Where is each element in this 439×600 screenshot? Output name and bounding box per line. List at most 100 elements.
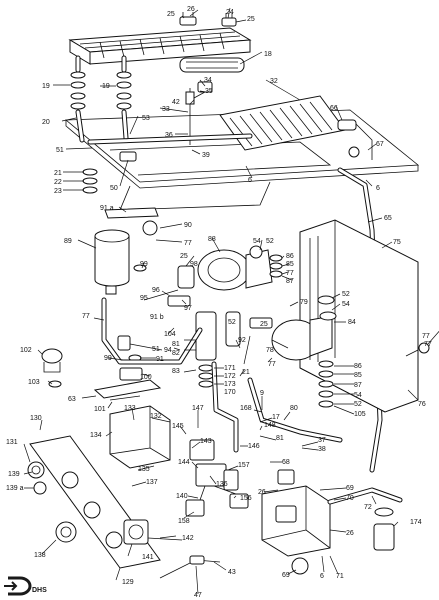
flue-sensor [337,119,373,160]
callout-138: 138 [34,552,46,559]
callout-100: 100 [140,374,152,381]
callout-70: 70 [346,495,354,502]
callout-97: 97 [184,305,192,312]
callout-79: 79 [300,299,308,306]
exchanger-pipes [70,55,132,143]
callout-26: 26 [258,489,266,496]
callout-103: 103 [28,379,40,386]
callout-69: 69 [282,572,290,579]
callout-91a: 91 a [100,205,114,212]
callout-91: 91 [156,356,164,363]
callout-77: 77 [424,341,432,348]
logo-bracket-icon [8,576,32,596]
callout-173: 173 [224,381,236,388]
callout-77: 77 [268,361,276,368]
callout-171: 171 [224,365,236,372]
logo-text: DHS [32,587,47,594]
callout-63: 63 [68,396,76,403]
dhs-logo: DHS [4,576,47,596]
callout-142: 142 [182,535,194,542]
callout-17: 17 [272,414,280,421]
callout-9: 9 [260,390,264,397]
callout-54: 54 [354,392,362,399]
return-pipe-left [101,297,203,365]
flow-pipe-right [337,167,383,473]
callout-81: 81 [276,435,284,442]
pump-side-fittings [269,254,283,278]
circulation-pump [197,245,273,291]
callout-19: 19 [102,83,110,90]
callout-20: 20 [42,119,50,126]
gas-rail [87,133,253,162]
callout-25: 25 [167,11,175,18]
lower-left-fittings [117,335,143,381]
callout-89: 89 [64,238,72,245]
leader-lines [23,7,439,595]
callout-147: 147 [192,405,204,412]
callout-25: 25 [247,16,255,23]
callout-156: 156 [240,495,252,502]
callout-174: 174 [410,519,422,526]
callout-87: 87 [286,278,294,285]
callout-85: 85 [354,372,362,379]
callout-85: 85 [286,261,294,268]
callout-53: 53 [142,115,150,122]
callout-69: 69 [346,485,354,492]
callout-24: 24 [226,9,234,16]
callout-135: 135 [138,466,150,473]
callout-131: 131 [6,439,18,446]
callout-90: 90 [184,222,192,229]
burner-assembly [219,95,346,151]
callout-157: 157 [238,462,250,469]
callout-81: 81 [172,341,180,348]
callout-148: 148 [264,422,276,429]
temperature-probe [159,555,221,579]
callout-86: 86 [354,363,362,370]
callout-84: 84 [348,319,356,326]
callout-72: 72 [364,504,372,511]
logo-arrow-icon [4,581,18,591]
cylindrical-tank [94,229,130,295]
callout-22: 22 [54,179,62,186]
callout-170: 170 [224,389,236,396]
callout-129: 129 [122,579,134,586]
callout-136: 136 [216,481,228,488]
gas-valve [261,469,331,575]
callout-52: 52 [342,291,350,298]
ignition-transformer [123,519,183,545]
callout-139a: 139 a [6,485,24,492]
igniter-electrode [185,81,213,145]
callout-19: 19 [42,83,50,90]
callout-146: 146 [248,443,260,450]
callout-83: 83 [172,368,180,375]
callout-77: 77 [422,333,430,340]
callout-21: 21 [242,369,250,376]
left-fittings [82,168,98,194]
callout-66: 66 [330,105,338,112]
callout-26: 26 [346,530,354,537]
callout-39: 39 [202,152,210,159]
callout-144: 144 [178,459,190,466]
callout-96: 96 [152,287,160,294]
callout-172: 172 [224,373,236,380]
callout-25: 25 [260,321,268,328]
vessel-connector [405,342,430,357]
callout-32: 32 [270,78,278,85]
lower-water-pipes [211,361,343,453]
callout-77: 77 [184,240,192,247]
callout-145: 145 [172,423,184,430]
callout-21: 21 [54,170,62,177]
callout-26: 26 [187,6,195,13]
callout-51: 51 [56,147,64,154]
control-box [109,405,171,469]
air-pressure-switch [41,348,63,388]
callout-140: 140 [176,493,188,500]
callout-133: 133 [124,405,136,412]
callout-88: 88 [208,236,216,243]
callout-labels: 26 25 24 25 18 34 35 32 42 19 19 20 33 5… [6,6,432,599]
callout-51: 51 [152,346,160,353]
callout-6: 6 [320,573,324,580]
callout-37: 37 [318,437,326,444]
callout-43: 43 [228,569,236,576]
tank-bracket [104,207,159,236]
